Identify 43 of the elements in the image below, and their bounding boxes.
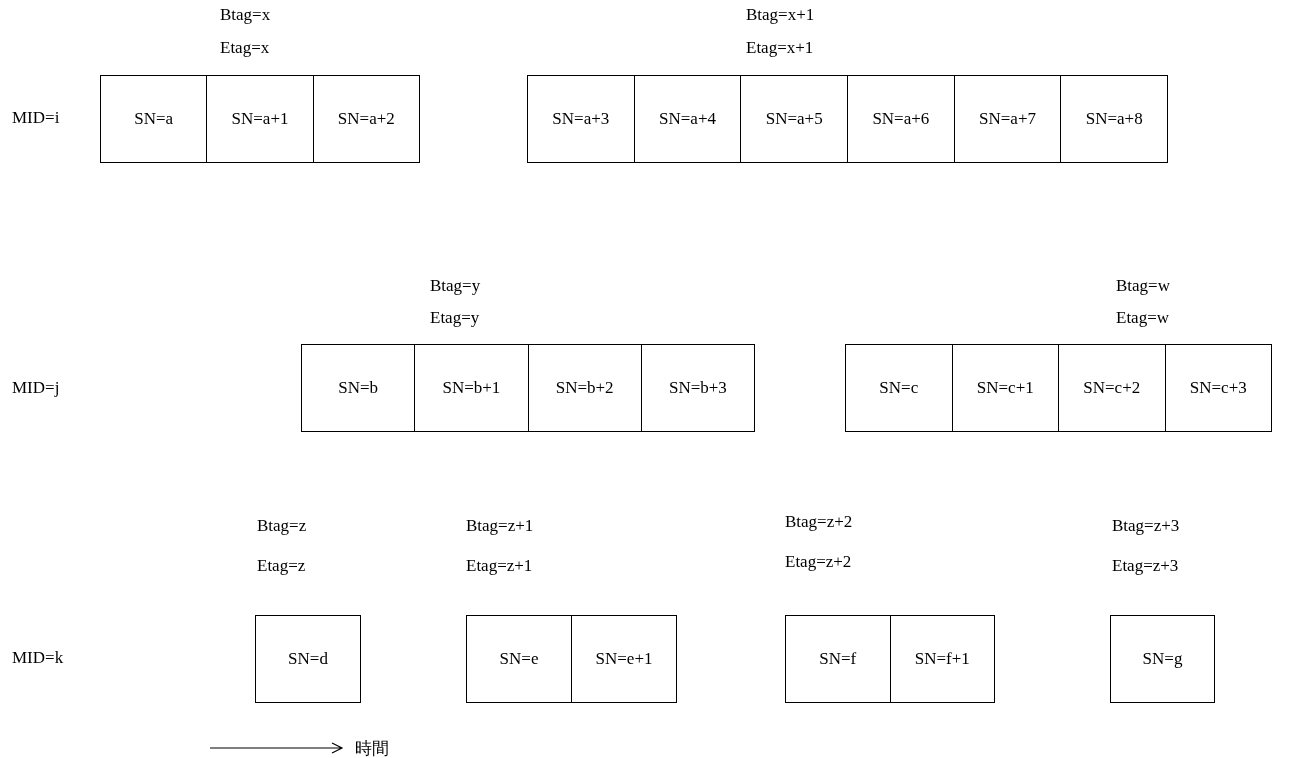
sequence-cell: SN=c <box>846 345 953 431</box>
sequence-cell: SN=b+1 <box>415 345 529 431</box>
sequence-cell: SN=a+4 <box>634 76 742 162</box>
sequence-cell: SN=a+1 <box>207 76 314 162</box>
sequence-cell: SN=b+2 <box>528 345 642 431</box>
sequence-cell: SN=a+8 <box>1061 76 1168 162</box>
tag-heading: Btag=z+2 <box>785 512 853 532</box>
sequence-cell: SN=a+3 <box>528 76 635 162</box>
tag-heading: Etag=z+1 <box>466 556 533 576</box>
tag-heading: Btag=w <box>1116 276 1170 296</box>
sequence-cell: SN=g <box>1111 616 1214 702</box>
tag-heading: Btag=z+1 <box>466 516 534 536</box>
tag-heading: Btag=x+1 <box>746 5 815 25</box>
tag-heading: Btag=z+3 <box>1112 516 1180 536</box>
sequence-cell: SN=b <box>302 345 416 431</box>
mid-label: MID=k <box>12 648 64 668</box>
sequence-cell: SN=a+7 <box>954 76 1062 162</box>
time-label: 時間 <box>355 737 389 758</box>
tag-heading: Etag=y <box>430 308 480 328</box>
sequence-cell: SN=f+1 <box>890 616 994 702</box>
sequence-cell: SN=a+6 <box>848 76 955 162</box>
mid-label: MID=i <box>12 108 60 128</box>
tag-heading: Etag=z <box>257 556 306 576</box>
tag-heading: Btag=x <box>220 5 271 25</box>
sequence-cell: SN=a+2 <box>313 76 419 162</box>
sequence-cell: SN=b+3 <box>641 345 754 431</box>
sequence-cell: SN=d <box>256 616 360 702</box>
sequence-cell: SN=e <box>467 616 572 702</box>
sequence-cell: SN=f <box>786 616 891 702</box>
sequence-cell: SN=a+5 <box>741 76 848 162</box>
tag-heading: Btag=z <box>257 516 307 536</box>
sequence-cell: SN=c+2 <box>1059 345 1166 431</box>
tag-heading: Etag=x <box>220 38 270 58</box>
tag-heading: Etag=z+3 <box>1112 556 1179 576</box>
tag-heading: Etag=x+1 <box>746 38 814 58</box>
tag-heading: Etag=w <box>1116 308 1170 328</box>
tag-heading: Btag=y <box>430 276 481 296</box>
tag-heading: Etag=z+2 <box>785 552 852 572</box>
mid-label: MID=j <box>12 378 60 398</box>
sequence-cell: SN=c+1 <box>952 345 1059 431</box>
sequence-cell: SN=e+1 <box>572 616 676 702</box>
sequence-cell: SN=a <box>101 76 208 162</box>
sequence-cell: SN=c+3 <box>1165 345 1271 431</box>
